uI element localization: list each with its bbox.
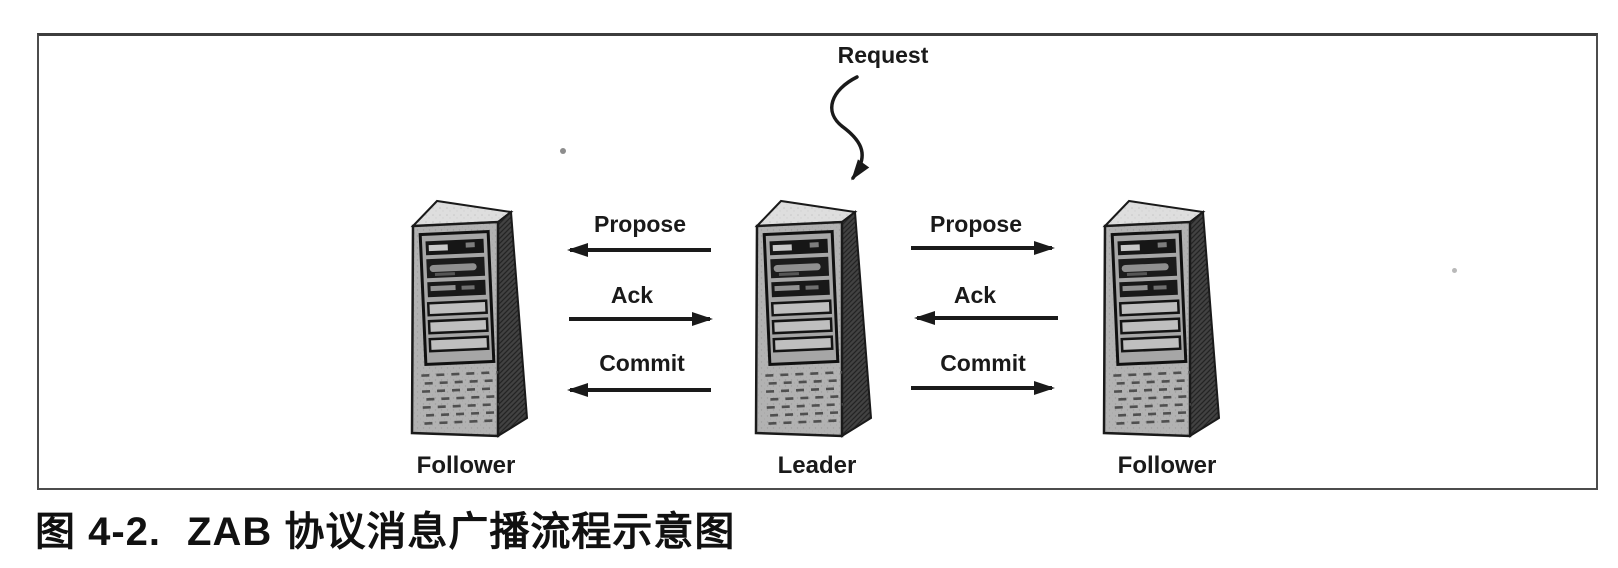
arrow-propose-right-icon: [911, 241, 1055, 255]
request-label: Request: [837, 42, 929, 68]
arrow-ack-left-icon: [569, 312, 713, 326]
arrow-commit-right-icon: [911, 381, 1055, 395]
node-label-leader: Leader: [777, 452, 857, 479]
server-tower-icon-leader: [754, 199, 873, 438]
message-label-propose-left: Propose: [593, 211, 687, 237]
scan-speck: [560, 148, 566, 154]
message-label-propose-right: Propose: [929, 211, 1023, 237]
request-curved-arrow-icon: [830, 75, 870, 181]
figure-title: ZAB 协议消息广播流程示意图: [187, 510, 736, 554]
message-label-ack-right: Ack: [953, 282, 997, 308]
figure-number: 图 4-2.: [35, 510, 162, 554]
scan-speck: [1452, 268, 1457, 273]
figure-frame: [37, 33, 1598, 490]
message-label-commit-right: Commit: [940, 350, 1026, 376]
arrow-commit-left-icon: [567, 383, 711, 397]
node-label-follower-right: Follower: [1117, 452, 1217, 479]
figure-caption: 图 4-2. ZAB 协议消息广播流程示意图: [35, 510, 735, 554]
node-label-follower-left: Follower: [416, 452, 516, 479]
message-label-ack-left: Ack: [610, 282, 654, 308]
arrow-ack-right-icon: [914, 311, 1058, 325]
server-tower-icon-follower-right: [1102, 199, 1221, 438]
message-label-commit-left: Commit: [599, 350, 685, 376]
arrow-propose-left-icon: [567, 243, 711, 257]
server-tower-icon-follower-left: [410, 199, 529, 438]
